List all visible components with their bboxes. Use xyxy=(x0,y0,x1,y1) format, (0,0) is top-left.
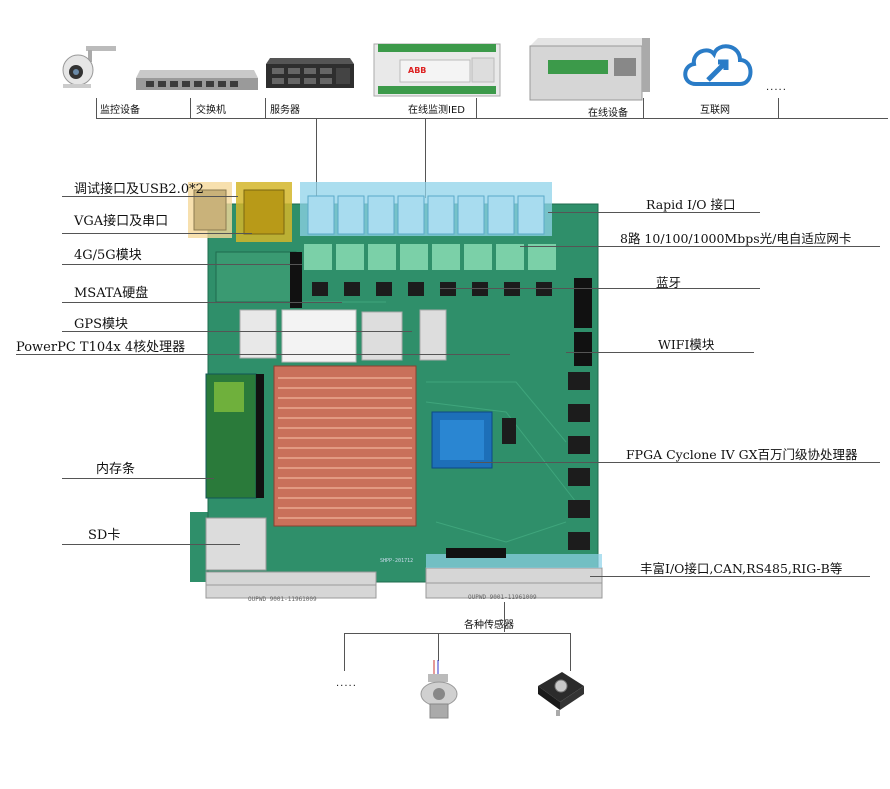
label-fpga: FPGA Cyclone IV GX百万门级协处理器 xyxy=(626,447,858,462)
device-label-online: 在线设备 xyxy=(588,108,628,119)
bus-drop-line xyxy=(316,118,317,198)
callout-line xyxy=(16,354,510,355)
bus-drop-line xyxy=(425,118,426,198)
cloud-icon xyxy=(678,36,758,94)
label-powerpc: PowerPC T104x 4核处理器 xyxy=(16,340,186,355)
connector-line xyxy=(778,98,779,118)
square-sensor-icon xyxy=(532,666,588,716)
rack-server-icon xyxy=(264,56,354,90)
connector-line xyxy=(265,98,266,118)
label-msata: MSATA硬盘 xyxy=(74,286,149,301)
callout-line xyxy=(470,462,880,463)
connector-line xyxy=(96,98,97,118)
connector-marking-left: OUPWD 9001-11961009 xyxy=(248,596,317,603)
callout-line xyxy=(566,352,754,353)
connector-line xyxy=(570,633,571,671)
sensor-bus-line xyxy=(344,633,570,634)
top-bus-line xyxy=(96,118,888,119)
sensor-drop-line xyxy=(504,602,505,632)
label-gps: GPS模块 xyxy=(74,317,129,332)
network-switch-icon xyxy=(136,62,258,92)
label-io: 丰富I/O接口,CAN,RS485,RIG-B等 xyxy=(640,561,843,576)
online-device-icon xyxy=(528,32,654,102)
more-devices-ellipsis: ..... xyxy=(766,82,787,93)
label-memory: 内存条 xyxy=(96,462,136,477)
connector-marking-right: OUPWD 9001-11961009 xyxy=(468,594,537,601)
mainboard: OUPWD 9001-11961009 OUPWD 9001-11961009 … xyxy=(186,182,610,610)
device-label-internet: 互联网 xyxy=(700,105,730,116)
board-code: SHPP-201712 xyxy=(380,558,414,564)
label-4g5g: 4G/5G模块 xyxy=(74,248,142,263)
ied-device-icon: ABB xyxy=(372,40,502,98)
more-sensors-ellipsis: ..... xyxy=(336,678,357,689)
device-label-camera: 监控设备 xyxy=(100,105,140,116)
callout-line xyxy=(62,302,342,303)
callout-line xyxy=(62,478,214,479)
label-rapid-io: Rapid I/O 接口 xyxy=(646,197,736,212)
callout-line xyxy=(520,246,880,247)
connector-line xyxy=(438,633,439,661)
label-debug-usb: 调试接口及USB2.0*2 xyxy=(74,182,204,197)
dome-camera-icon xyxy=(58,44,118,94)
connector-line xyxy=(643,98,644,118)
callout-line xyxy=(590,576,870,577)
callout-line xyxy=(62,544,240,545)
callout-line xyxy=(548,212,760,213)
label-ethernet: 8路 10/100/1000Mbps光/电自适应网卡 xyxy=(620,231,852,246)
label-bluetooth: 蓝牙 xyxy=(656,275,682,290)
label-vga-serial: VGA接口及串口 xyxy=(74,214,169,229)
connector-line xyxy=(344,633,345,671)
callout-line xyxy=(62,196,238,197)
label-wifi: WIFI模块 xyxy=(658,337,715,352)
device-label-ied: 在线监测IED xyxy=(408,105,465,116)
callout-line xyxy=(62,264,302,265)
callout-line xyxy=(440,288,760,289)
connector-line xyxy=(190,98,191,118)
sensor-label: 各种传感器 xyxy=(464,620,514,631)
connector-line xyxy=(476,98,477,118)
label-sd: SD卡 xyxy=(88,528,121,543)
device-label-server: 服务器 xyxy=(270,105,300,116)
abb-logo: ABB xyxy=(408,66,426,75)
callout-line xyxy=(62,331,412,332)
callout-line xyxy=(62,233,252,234)
cylinder-sensor-icon xyxy=(418,660,460,722)
device-label-switch: 交换机 xyxy=(196,105,226,116)
